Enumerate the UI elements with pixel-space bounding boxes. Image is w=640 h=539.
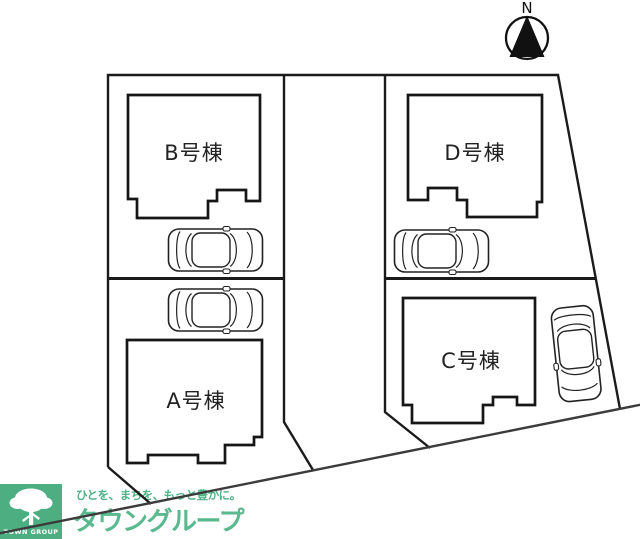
logo-tagline: ひとを、まちを、もっと豊かに。 [76,488,241,502]
building-d-outline [406,93,544,219]
road-boundary-line [0,403,640,535]
north-arrow-icon [504,15,550,61]
building-label-c: C号棟 [441,349,501,373]
car-icon [547,303,606,404]
lot-boundaries [106,73,622,505]
car-icon [167,285,264,335]
tree-icon [9,488,53,525]
building-label-a: A号棟 [166,389,226,413]
building-footprints [125,93,544,465]
building-b-outline [126,93,262,220]
car-icon [393,226,490,276]
north-label: N [521,0,533,17]
logo-box-label: TOWN GROUP [3,528,59,536]
town-group-logo: TOWN GROUP [0,484,62,539]
building-label-d: D号棟 [444,141,506,165]
building-label-b: B号棟 [164,141,224,165]
building-c-outline [401,296,537,425]
building-a-outline [125,338,264,465]
car-icon [167,225,264,275]
